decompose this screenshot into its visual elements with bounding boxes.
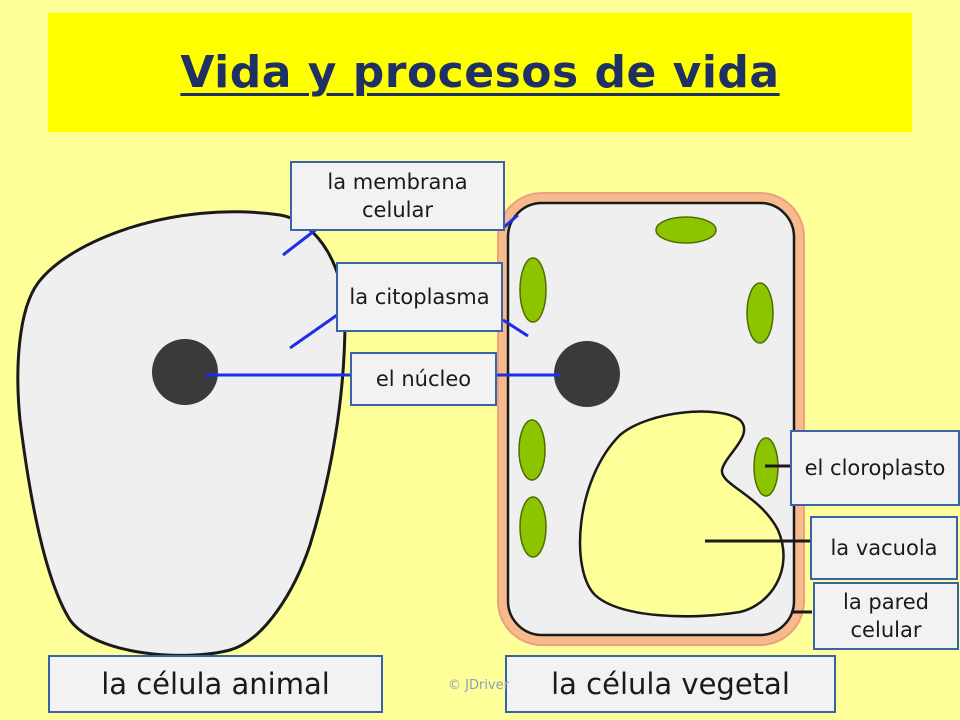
label-cell-wall: la pared celular: [813, 582, 959, 650]
pointer-membrane-plant: [502, 213, 519, 230]
label-cell-membrane: la membrana celular: [290, 161, 505, 231]
title-band: Vida y procesos de vida: [48, 13, 912, 132]
caption-plant-cell: la célula vegetal: [505, 655, 836, 713]
chloroplast: [518, 419, 546, 481]
animal-cell-membrane: [16, 210, 347, 657]
animal-nucleus: [152, 339, 218, 405]
chloroplast: [519, 257, 547, 323]
pointer-cytoplasm: [289, 311, 341, 350]
chloroplast: [746, 282, 774, 344]
label-nucleus: el núcleo: [350, 352, 497, 406]
page-title: Vida y procesos de vida: [180, 47, 780, 98]
label-cytoplasm: la citoplasma: [336, 262, 503, 332]
chloroplast: [519, 496, 547, 558]
plant-nucleus: [554, 341, 620, 407]
pointer-membrane: [282, 226, 319, 257]
label-vacuole: la vacuola: [810, 516, 958, 580]
chloroplast: [655, 216, 717, 244]
label-chloroplast: el cloroplasto: [790, 430, 960, 506]
pointer-cytoplasm-plant: [502, 318, 529, 338]
copyright-note: © JDriver: [448, 678, 509, 693]
plant-vacuole: [578, 410, 785, 618]
caption-animal-cell: la célula animal: [48, 655, 383, 713]
